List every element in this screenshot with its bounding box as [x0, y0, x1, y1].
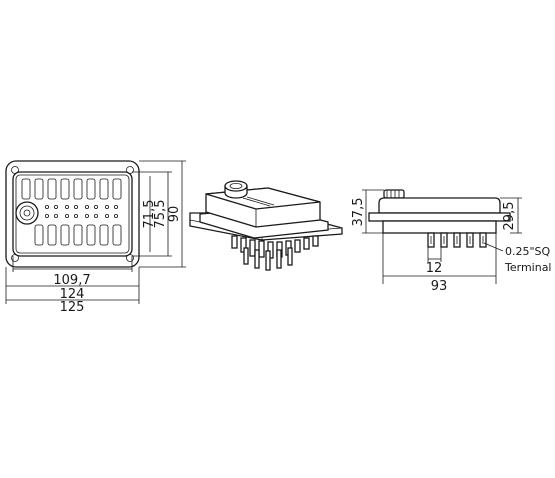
fuse	[99, 224, 109, 246]
dim-body-height: 29,5	[502, 202, 517, 231]
fuse	[34, 178, 44, 200]
fuse-row-top	[21, 178, 122, 200]
front-knob	[15, 201, 39, 225]
side-view	[368, 189, 511, 248]
fuse	[47, 224, 57, 246]
front-height-dimensions: 71,5 75,5 90	[132, 160, 186, 268]
front-view	[5, 160, 140, 268]
terminal-label-type: Terminal	[504, 261, 552, 274]
fuse	[60, 224, 70, 246]
fuse-row-bottom	[34, 224, 122, 246]
dim-outer-width: 125	[60, 300, 85, 315]
dim-pitch: 12	[426, 261, 443, 276]
fuse	[21, 178, 31, 200]
dim-total-height: 37,5	[351, 198, 366, 227]
fuse	[47, 178, 57, 200]
fuse	[112, 178, 122, 200]
indicator-row	[45, 204, 119, 218]
side-lower-body	[382, 220, 497, 234]
fuse	[86, 224, 96, 246]
front-flange-outline	[5, 160, 140, 268]
dim-inner-height: 71,5	[142, 200, 157, 229]
side-body	[378, 197, 501, 214]
front-lid-outline	[15, 174, 130, 254]
dim-inner-width: 109,7	[53, 273, 90, 288]
fuse	[73, 224, 83, 246]
fuse	[112, 224, 122, 246]
front-width-dimensions: 109,7 124 125	[5, 256, 140, 315]
fuse	[99, 178, 109, 200]
fuse	[60, 178, 70, 200]
side-terminals	[427, 232, 487, 248]
terminal-label-size: 0.25"SQ	[505, 245, 551, 258]
iso-terminals	[231, 235, 319, 271]
front-body-outline	[12, 171, 133, 257]
fuse	[73, 178, 83, 200]
dim-outer-height: 90	[167, 206, 182, 223]
dim-length: 93	[431, 279, 448, 294]
iso-knob	[224, 180, 248, 199]
fuse	[86, 178, 96, 200]
dim-mid-width: 124	[60, 287, 85, 302]
fuse	[34, 224, 44, 246]
isometric-view	[189, 180, 343, 271]
dim-mid-height: 75,5	[153, 200, 168, 229]
side-flange	[368, 212, 511, 222]
side-dimensions: 37,5 29,5 12 93 0.25"SQ Terminal	[351, 189, 552, 294]
